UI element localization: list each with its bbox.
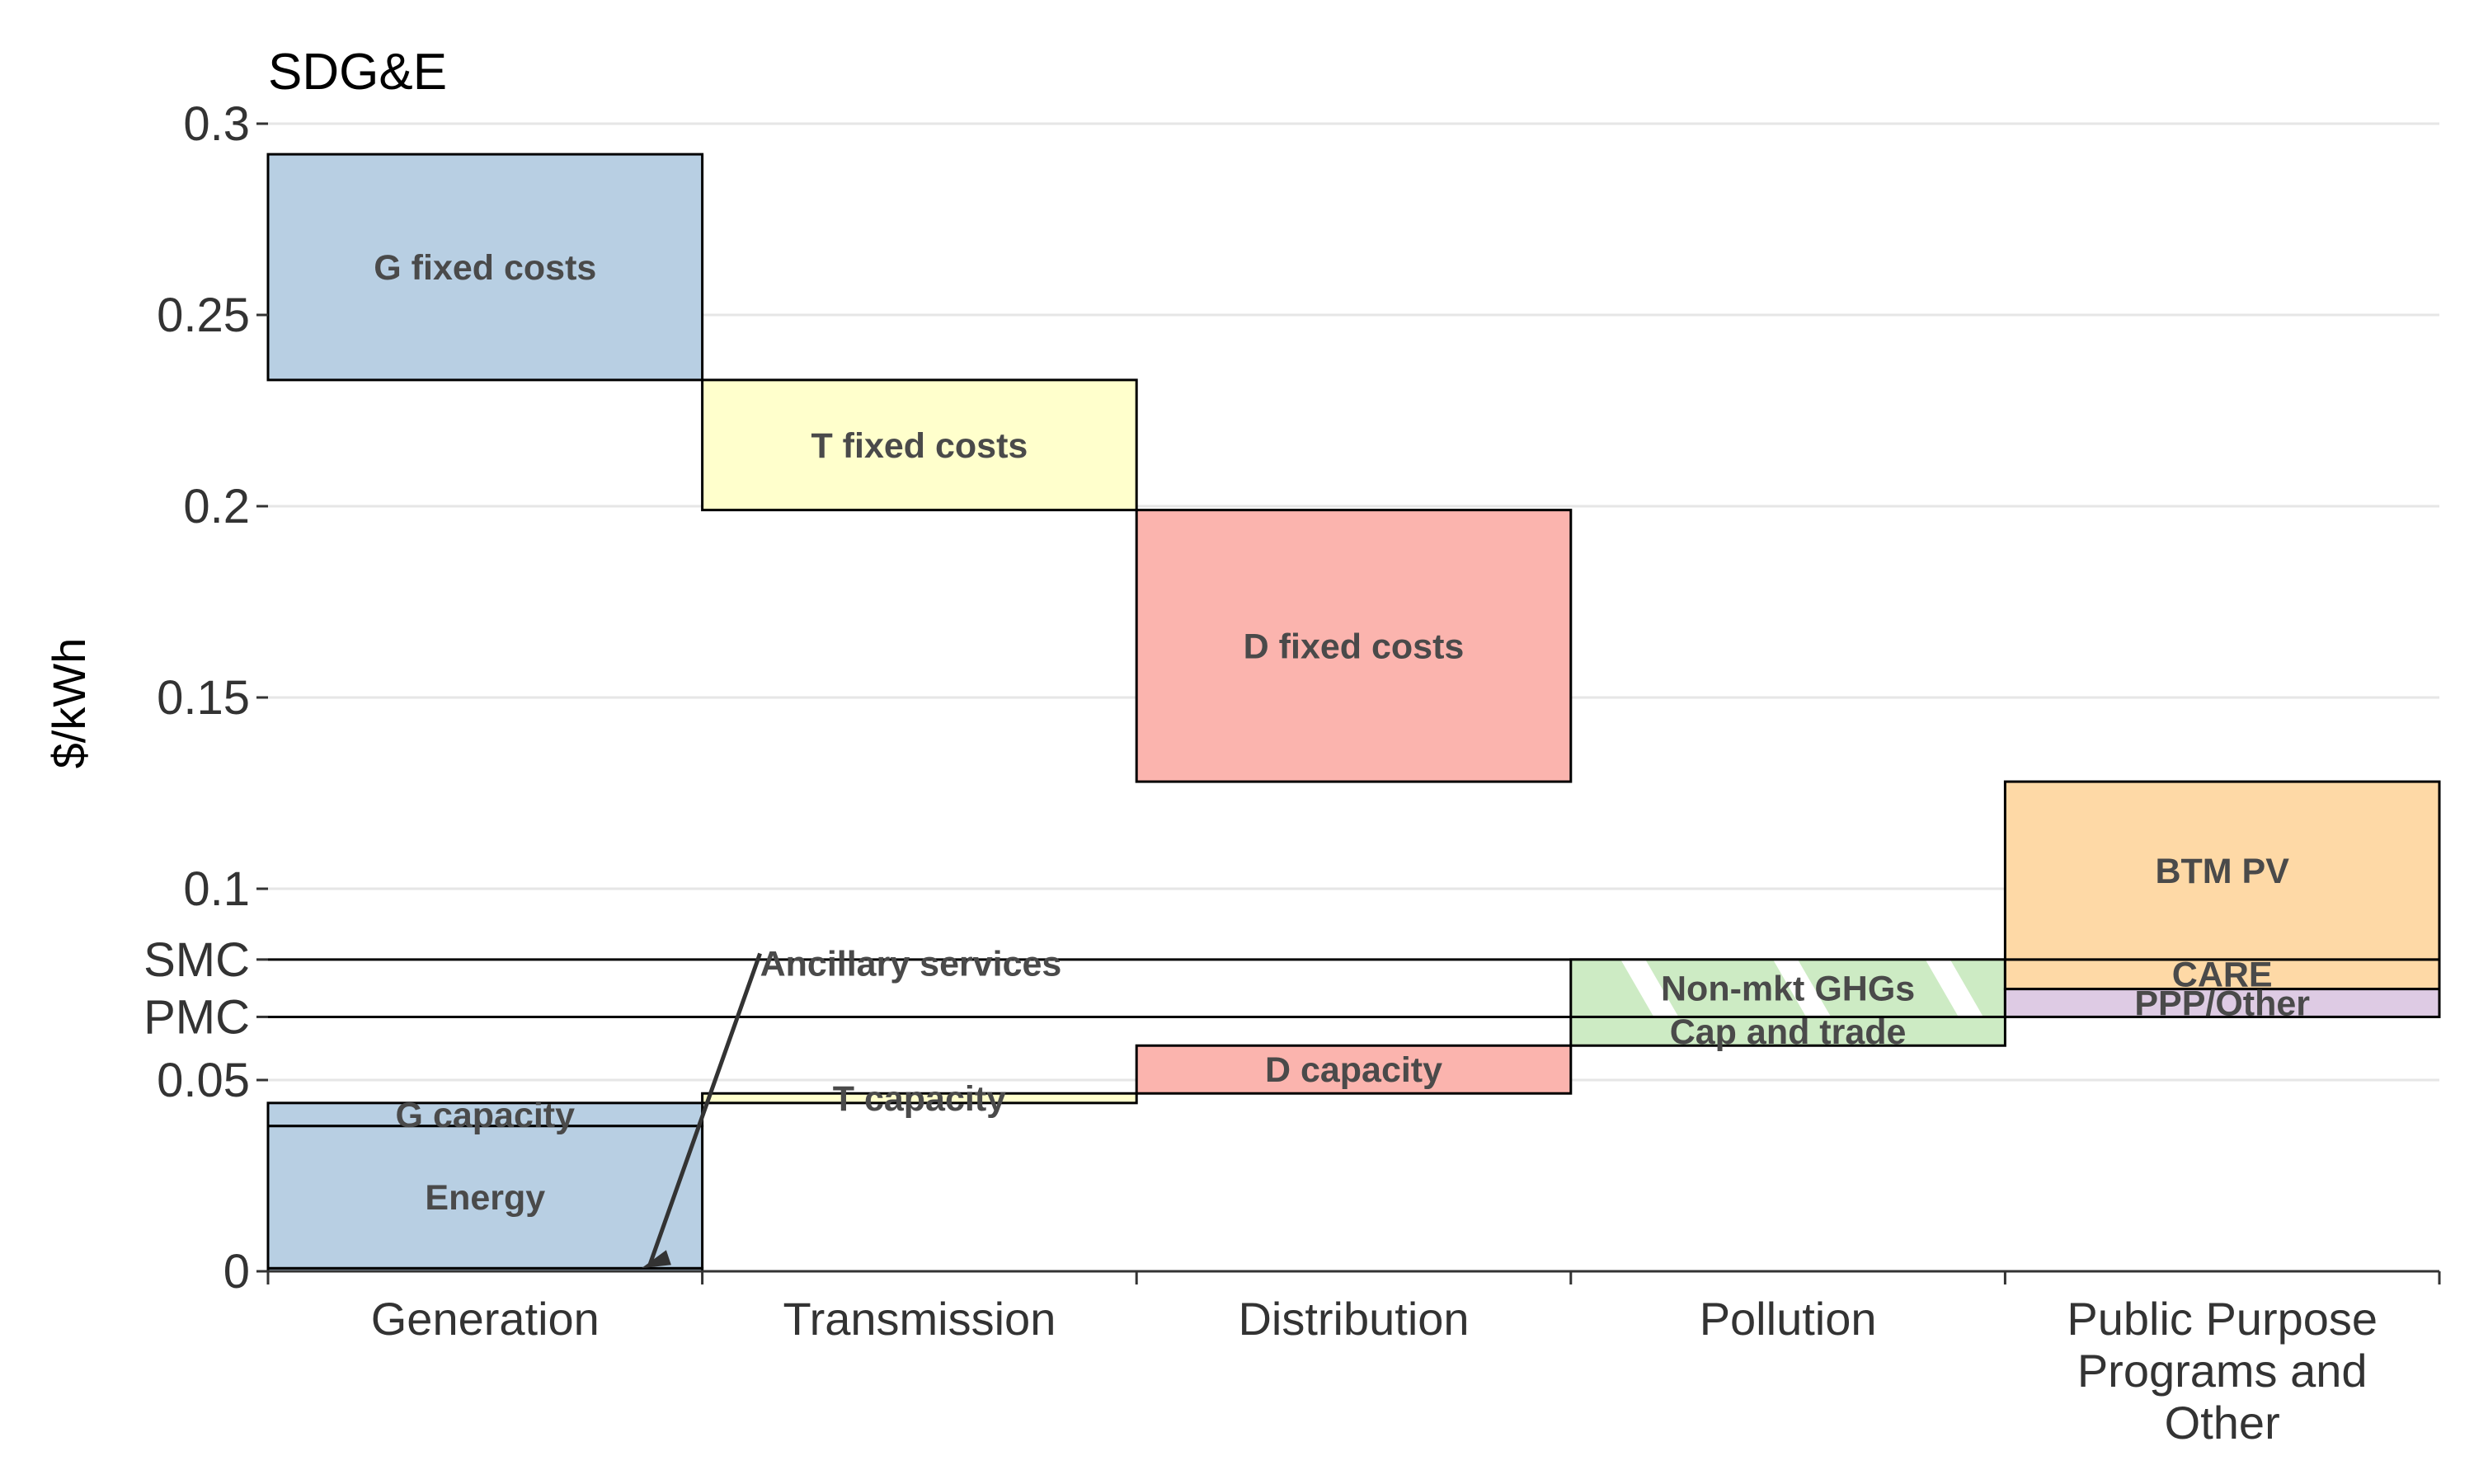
y-tick-label: 0.05 — [157, 1054, 250, 1107]
segment-label-care: CARE — [2172, 956, 2273, 995]
x-tick-label: Generation — [371, 1293, 600, 1345]
y-tick-label: 0.15 — [157, 671, 250, 725]
segment-label-g-capacity: G capacity — [396, 1096, 576, 1135]
segment-label-g-fixed-costs: G fixed costs — [374, 248, 596, 288]
y-tick-label: 0.25 — [157, 289, 250, 342]
segment-energy — [266, 1125, 704, 1270]
x-tick-label: Transmission — [783, 1293, 1056, 1345]
segment-care — [2003, 958, 2441, 991]
y-tick-label: 0.3 — [183, 97, 250, 151]
x-tick-label: Pollution — [1700, 1293, 1877, 1345]
segment-label-non-mkt-ghgs: Non-mkt GHGs — [1661, 970, 1915, 1009]
segment-d-capacity — [1135, 1044, 1573, 1095]
segment-label-d-fixed-costs: D fixed costs — [1244, 627, 1465, 666]
segment-btm-pv — [2003, 780, 2441, 961]
segment-label-btm-pv: BTM PV — [2155, 852, 2289, 891]
segment-cap-and-trade — [1569, 1015, 2006, 1047]
x-tick-label: Distribution — [1238, 1293, 1469, 1345]
segment-label-ppp-other: PPP/Other — [2134, 984, 2310, 1024]
callout-arrowhead — [641, 1250, 671, 1269]
segment-g-capacity — [266, 1101, 704, 1128]
segment-label-ancillary-services: Ancillary services — [760, 944, 1062, 984]
chart-title: SDG&E — [268, 44, 447, 101]
segment-d-fixed-costs — [1135, 509, 1573, 783]
segments — [266, 153, 2441, 1273]
segment-label-d-capacity: D capacity — [1265, 1050, 1442, 1090]
segment-t-capacity — [701, 1092, 1138, 1105]
segment-g-fixed-costs — [266, 153, 704, 382]
y-tick-label: 0 — [223, 1245, 250, 1298]
segment-non-mkt-ghgs — [1569, 958, 2006, 1018]
callout-arrow — [647, 952, 762, 1266]
segment-label-energy: Energy — [425, 1178, 545, 1218]
y-axis-label: $/kWh — [43, 638, 95, 769]
reference-line-label-pmc: PMC — [143, 990, 250, 1044]
y-tick-label: 0.2 — [183, 480, 250, 533]
segment-t-fixed-costs — [701, 378, 1138, 512]
segment-label-t-fixed-costs: T fixed costs — [811, 426, 1028, 466]
y-tick-label: 0.1 — [183, 862, 250, 916]
segment-label-cap-and-trade: Cap and trade — [1670, 1012, 1907, 1052]
segment-label-t-capacity: T capacity — [833, 1079, 1006, 1119]
reference-line-label-smc: SMC — [143, 933, 250, 987]
